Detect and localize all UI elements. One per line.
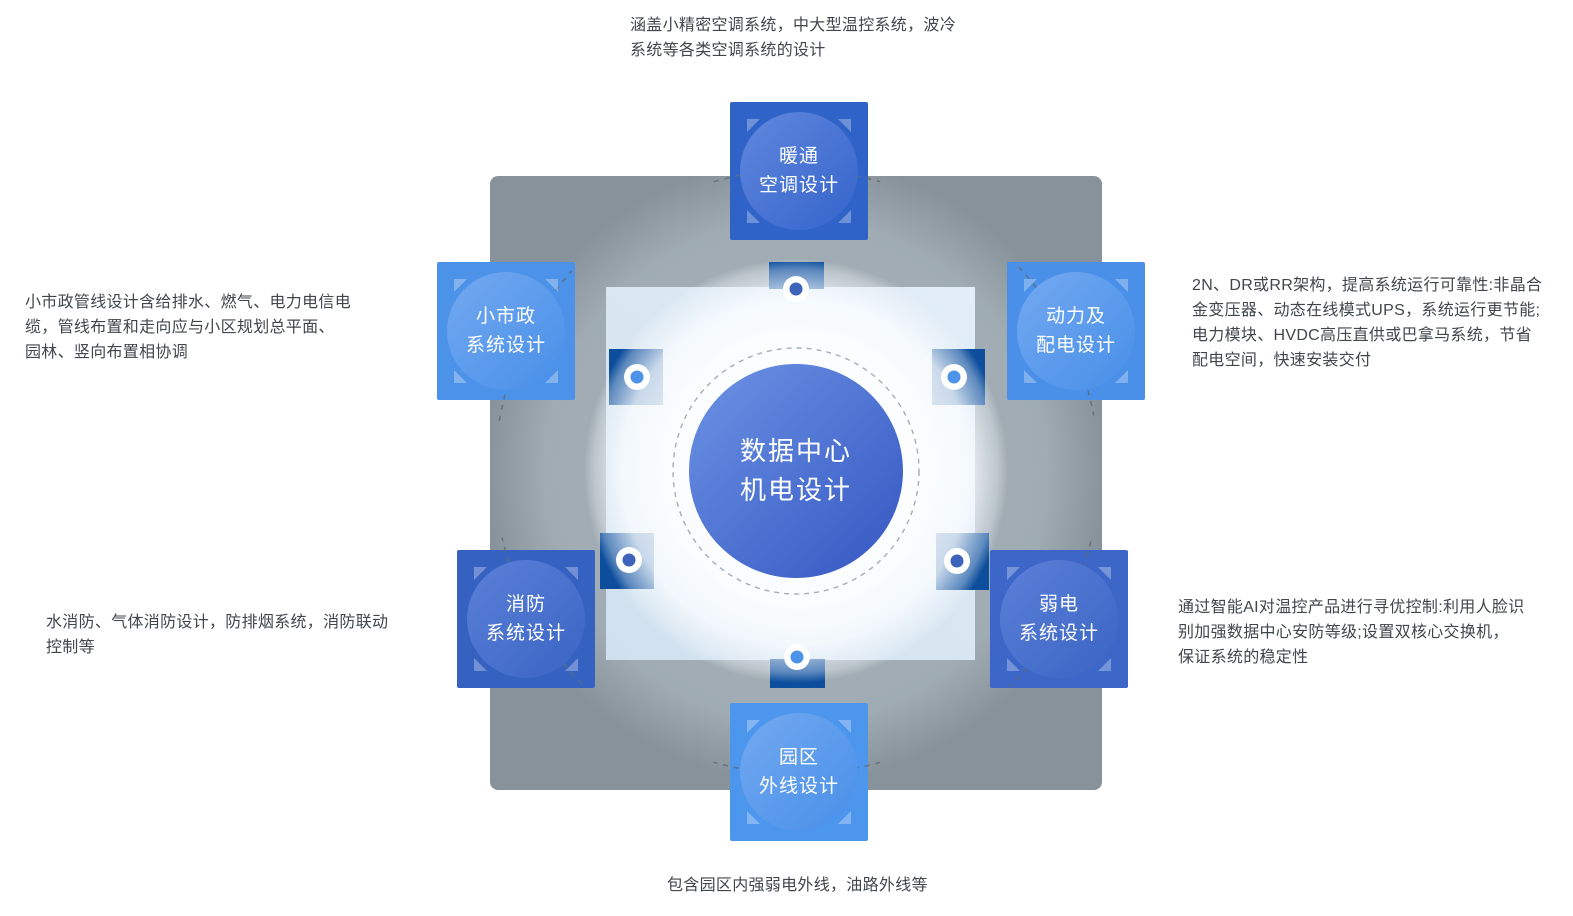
desc-fire: 水消防、气体消防设计，防排烟系统，消防联动 控制等 [46, 614, 389, 656]
desc-power: 2N、DR或RR架构，提高系统运行可靠性:非晶合 金变压器、动态在线模式UPS，… [1192, 277, 1543, 369]
desc-municipal: 小市政管线设计含给排水、燃气、电力电信电 缆，管线布置和走向应与小区规划总平面、… [25, 294, 352, 361]
node-circles [447, 112, 1135, 831]
desc-elv: 通过智能AI对温控产品进行寻优控制:利用人脸识 别加强数据中心安防等级;设置双核… [1178, 599, 1525, 666]
center-hub-circle [689, 364, 903, 578]
connector-dots [616, 276, 970, 670]
desc-campus: 包含园区内强弱电外线，油路外线等 [667, 877, 928, 894]
hub-dashed-ring [672, 347, 920, 595]
desc-hvac: 涵盖小精密空调系统，中大型温控系统，波冷 系统等各类空调系统的设计 [630, 17, 957, 59]
